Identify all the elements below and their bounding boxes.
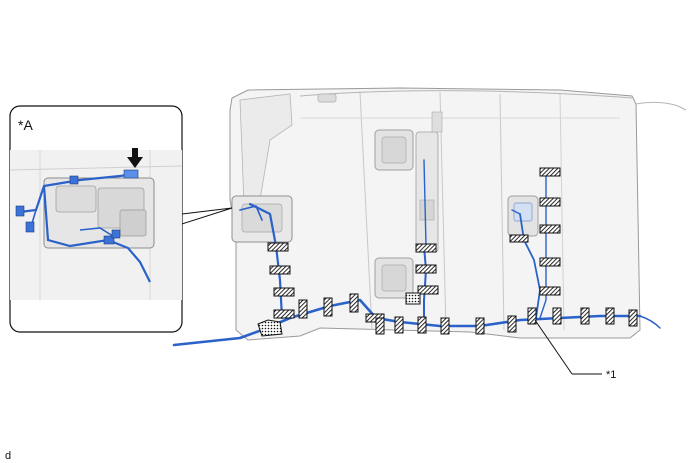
- clip-group: [267, 167, 638, 335]
- clip: [507, 315, 517, 333]
- down-arrow-icon: [127, 148, 143, 168]
- clip: [509, 234, 529, 243]
- connector: [257, 319, 283, 337]
- clip: [605, 307, 615, 325]
- clip: [539, 197, 561, 207]
- clip: [415, 243, 437, 253]
- clip: [269, 265, 291, 275]
- clip: [539, 224, 561, 234]
- clip: [539, 167, 561, 177]
- clip: [273, 309, 295, 319]
- clip: [394, 316, 404, 334]
- clip: [323, 297, 333, 317]
- clip: [539, 286, 561, 296]
- clip: [628, 309, 638, 327]
- connector-group: [257, 292, 421, 337]
- clip: [375, 317, 385, 335]
- figure-code: d: [5, 450, 11, 462]
- clip: [417, 285, 439, 295]
- clip: [415, 264, 437, 274]
- callout-1: *1: [534, 319, 616, 381]
- clip: [475, 317, 485, 335]
- callout-label: *1: [606, 369, 616, 381]
- clip: [527, 307, 537, 325]
- clip: [552, 307, 562, 325]
- clip: [580, 307, 590, 325]
- clip: [273, 287, 295, 297]
- clip: [349, 293, 359, 313]
- clip: [440, 317, 450, 335]
- clip: [267, 242, 289, 252]
- headliner-panel: [229, 87, 687, 341]
- clip: [417, 316, 427, 334]
- clip: [539, 257, 561, 267]
- connector: [405, 292, 421, 305]
- clip: [298, 299, 308, 319]
- inset-label: *A: [18, 117, 33, 133]
- inset-panel: *A: [9, 105, 233, 333]
